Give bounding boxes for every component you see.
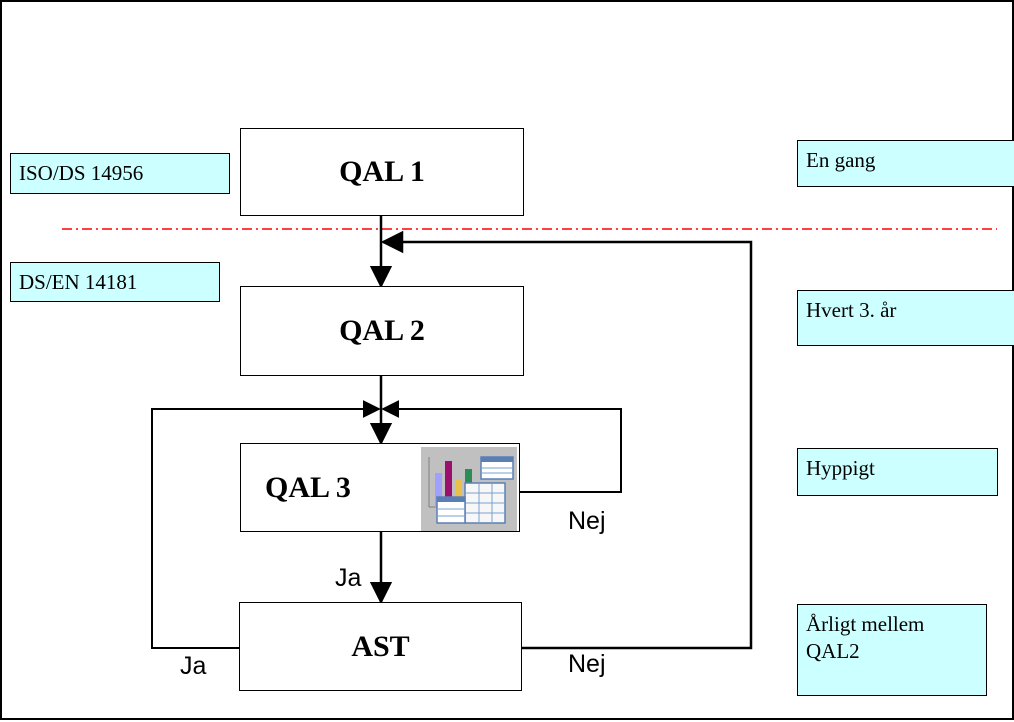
loop-ast-nej bbox=[380, 230, 753, 650]
qal1-box: QAL 1 bbox=[240, 128, 524, 216]
qal3-ja-label: Ja bbox=[335, 564, 362, 592]
standard-en-label: DS/EN 14181 bbox=[19, 270, 138, 294]
qal2-box: QAL 2 bbox=[240, 286, 524, 376]
ast-label: AST bbox=[351, 629, 410, 663]
standard-iso-note: ISO/DS 14956 bbox=[10, 153, 230, 194]
standard-iso-label: ISO/DS 14956 bbox=[19, 161, 144, 185]
ast-box: AST bbox=[239, 602, 522, 691]
frequency-yearly-label: Årligt mellem QAL2 bbox=[806, 612, 925, 664]
frequency-yearly-note: Årligt mellem QAL2 bbox=[797, 604, 987, 696]
frequency-frequent-note: Hyppigt bbox=[797, 448, 998, 496]
spreadsheet-chart-icon bbox=[421, 447, 517, 531]
loop-qal3-nej bbox=[381, 400, 622, 493]
ast-nej-label: Nej bbox=[568, 650, 606, 678]
frequency-frequent-label: Hyppigt bbox=[806, 456, 875, 480]
frequency-every3-label: Hvert 3. år bbox=[806, 298, 897, 322]
qal3-nej-label: Nej bbox=[568, 507, 606, 535]
frequency-every3-note: Hvert 3. år bbox=[797, 290, 1014, 346]
qal1-label: QAL 1 bbox=[339, 155, 425, 188]
ast-ja-label: Ja bbox=[180, 652, 207, 680]
loop-ast-ja bbox=[151, 400, 381, 649]
qal3-label: QAL 3 bbox=[265, 470, 351, 504]
frequency-once-note: En gang bbox=[797, 140, 1014, 187]
qal2-label: QAL 2 bbox=[339, 314, 425, 347]
frequency-once-label: En gang bbox=[806, 148, 876, 172]
standard-en-note: DS/EN 14181 bbox=[10, 262, 220, 302]
